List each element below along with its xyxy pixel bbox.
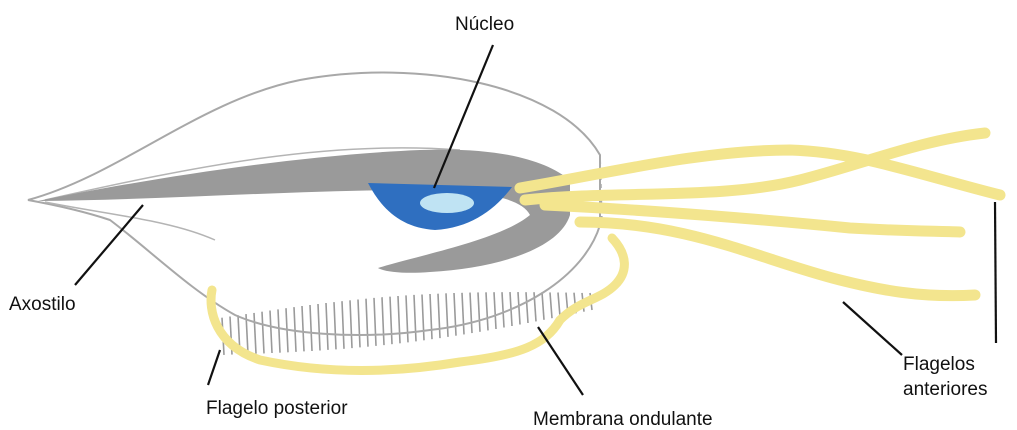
membrane-striation	[502, 292, 504, 327]
label-nucleo: Núcleo	[455, 14, 514, 35]
leader-membrana-ondulante	[538, 327, 583, 395]
membrane-striation	[422, 295, 424, 341]
membrane-striation	[270, 311, 272, 354]
membrane-striation	[326, 303, 328, 350]
membrane-striation	[414, 295, 416, 342]
label-membrana-ondulante: Membrana ondulante	[533, 409, 713, 430]
anterior-flagella	[520, 133, 1000, 296]
membrane-striation	[302, 306, 304, 351]
membrane-striation	[382, 297, 384, 345]
membrane-striation	[318, 304, 320, 351]
membrane-striation	[486, 292, 488, 330]
membrane-striation	[478, 292, 480, 331]
nucleolus	[420, 193, 474, 213]
label-axostilo: Axostilo	[9, 294, 76, 315]
leader-flagelos-anteriores-a	[843, 302, 902, 355]
membrane-striation	[390, 297, 392, 345]
membrane-striation	[358, 300, 360, 348]
membrane-striation	[470, 293, 472, 334]
membrane-striation	[398, 296, 400, 343]
membrane-striation	[310, 305, 312, 351]
label-flagelo-posterior: Flagelo posterior	[206, 398, 348, 419]
membrane-striation	[350, 300, 352, 348]
leader-axostilo	[75, 205, 143, 285]
membrane-striation	[278, 309, 280, 352]
anterior-flagellum-2	[525, 133, 985, 200]
membrane-striation	[526, 292, 528, 323]
membrane-striation	[430, 294, 432, 339]
cell-outline	[28, 73, 600, 335]
membrane-striation	[262, 312, 264, 354]
label-flagelos-anteriores-1: Flagelos	[903, 354, 975, 375]
membrane-striation	[454, 293, 456, 336]
membrane-striation	[542, 292, 544, 320]
membrane-striation	[518, 292, 520, 324]
label-flagelos-anteriores-2: anteriores	[903, 379, 988, 400]
membrane-striation	[254, 313, 256, 354]
leader-flagelo-posterior	[208, 350, 220, 385]
membrane-striation	[406, 295, 408, 342]
membrane-striation	[294, 307, 296, 352]
membrane-striation	[366, 299, 368, 347]
membrane-striation	[438, 294, 440, 338]
membrane-striation	[558, 293, 560, 317]
leader-flagelos-anteriores-b	[995, 202, 996, 343]
membrane-striation	[462, 293, 464, 335]
membrane-striation	[550, 292, 552, 318]
membrane-striation	[342, 301, 344, 349]
membrane-striation	[494, 292, 496, 329]
membrane-striation	[446, 293, 448, 337]
membrane-striation	[334, 302, 336, 349]
membrane-striation	[374, 298, 376, 346]
axostyle	[38, 150, 570, 273]
